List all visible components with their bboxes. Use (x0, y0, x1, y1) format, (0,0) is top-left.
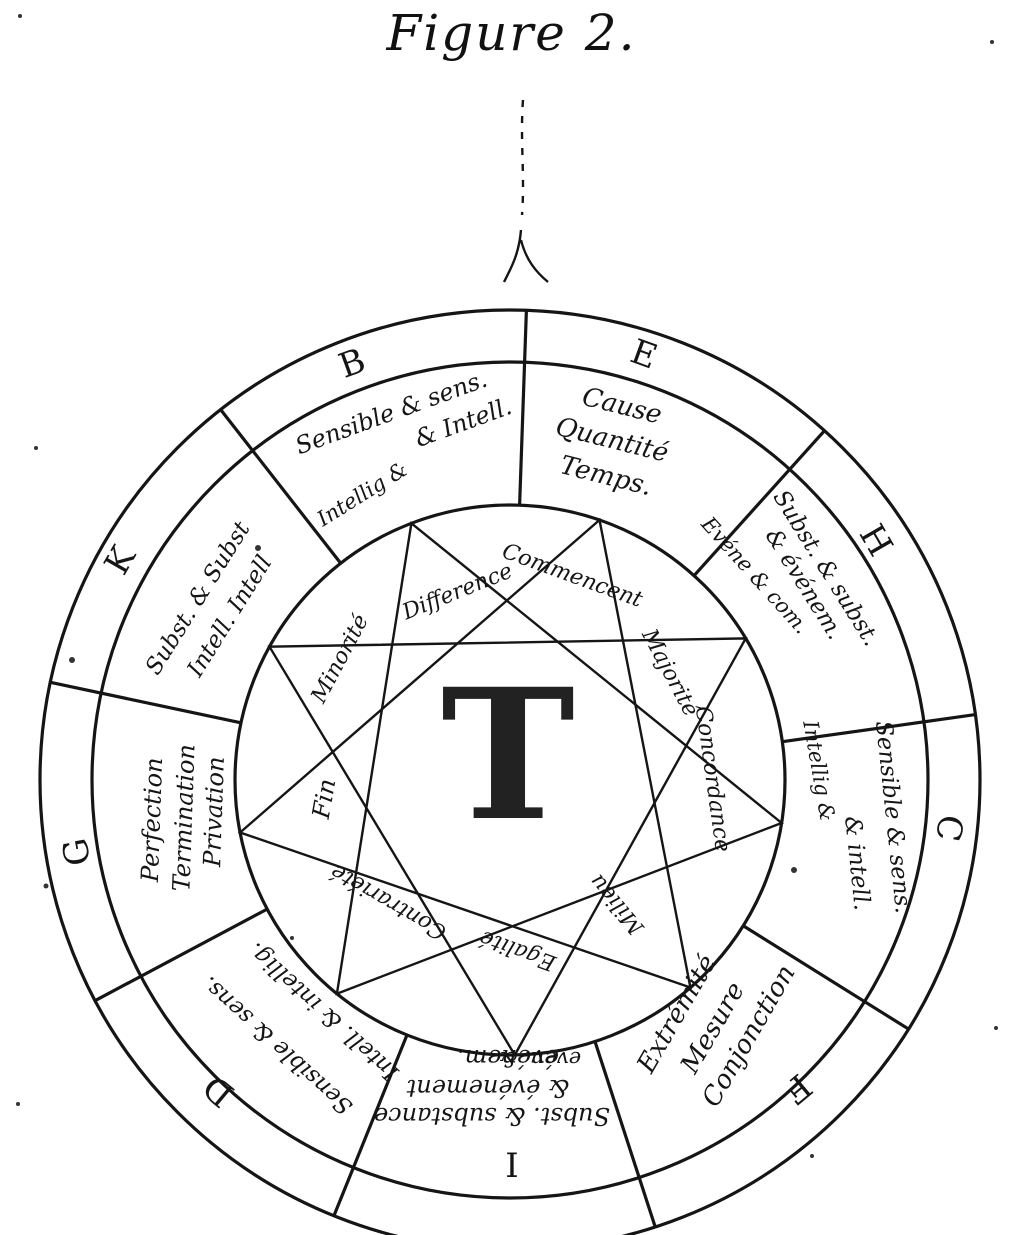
letter-B: B (334, 341, 371, 387)
compartment-I-line-2: & événement (406, 1074, 569, 1102)
divider-9 (219, 408, 342, 565)
compartment-H: Subst. & subst. & événem. (760, 486, 885, 651)
compartment-C: Sensible & sens. & intell. (839, 720, 916, 915)
divider-2 (692, 429, 826, 577)
compartment-G-line-1: Perfection (136, 757, 168, 883)
inner-circle (233, 503, 787, 1057)
compartment-G-line-2: Termination (167, 744, 200, 892)
star-triangle-1 (335, 521, 784, 996)
compartment-D-line-2: Intell. & intellig. (243, 937, 405, 1086)
label-intellig: Intellig & (312, 457, 412, 532)
letter-E: E (625, 332, 662, 378)
divider-1 (517, 310, 529, 506)
label-fin: Fin (307, 777, 342, 822)
letter-I: I (505, 1146, 518, 1186)
suspension-line (502, 99, 549, 283)
label-contrariete: Contrariété (327, 859, 451, 945)
outer-circle (38, 308, 982, 1235)
compartment-I-line-3: événem. (457, 1044, 559, 1072)
compartment-dividers (49, 310, 976, 1228)
compartment-I-line-1: Subst. & substance (374, 1102, 610, 1130)
divider-8 (49, 680, 242, 725)
label-even: even. & (499, 1047, 581, 1071)
letter-C: C (927, 812, 971, 845)
center-letter-T: T (441, 650, 575, 861)
label-difference: Difference (398, 559, 516, 626)
compartment-G-line-3: Privation (198, 756, 230, 868)
compartment-I: Subst. & substance & événement événem. (374, 1044, 610, 1130)
compartment-C-line-1: Sensible & sens. (870, 720, 916, 915)
divider-4 (742, 924, 910, 1031)
compartment-F: Conjonction Mesure Extrémité (631, 950, 802, 1112)
letter-D: D (196, 1066, 243, 1114)
label-milieu: Milieu (585, 869, 650, 940)
paper-specks (16, 14, 998, 1158)
divider-6 (332, 1034, 409, 1217)
compartment-K: Subst. & Subst Intell. Intell (141, 517, 278, 683)
divider-3 (782, 713, 976, 744)
divider-5 (593, 1041, 657, 1228)
label-commencement: Commencent (499, 539, 646, 613)
label-egalite: Egalité (476, 925, 560, 976)
middle-circle (90, 360, 930, 1200)
label-minorite: Minorité (306, 611, 374, 709)
compartment-E: Cause Quantité Temps. (553, 382, 672, 502)
divider-7 (94, 907, 268, 1003)
letter-F: F (775, 1066, 819, 1112)
star-triangle-2 (237, 517, 692, 990)
compartment-B: Sensible & sens. & Intell. (292, 365, 516, 460)
figure-title: Figure 2. (386, 4, 637, 62)
compartment-G: Perfection Termination Privation (136, 744, 230, 892)
letter-H: H (851, 518, 900, 564)
star-triangle-3 (267, 637, 748, 1058)
inner-ring-labels: Intellig & Evéne & com. Intellig & even.… (312, 457, 840, 1071)
letter-G: G (55, 835, 99, 869)
nine-pointed-star (237, 517, 784, 1058)
compartment-C-line-2: & intell. (839, 815, 875, 912)
